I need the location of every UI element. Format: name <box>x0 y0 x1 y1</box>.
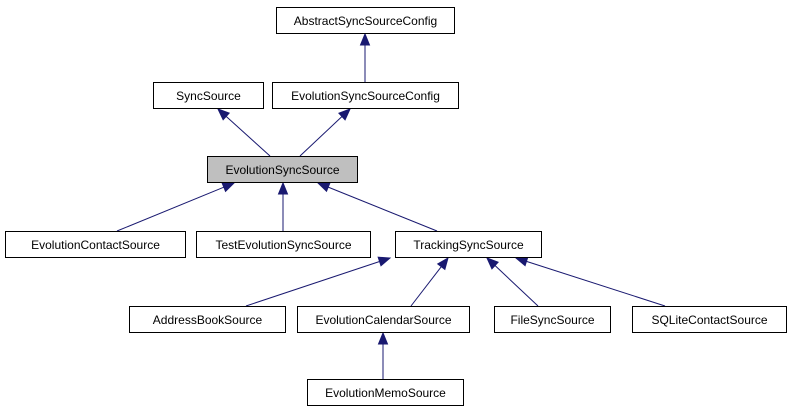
node-label: FileSyncSource <box>510 313 594 327</box>
node-abstract-sync-source-config[interactable]: AbstractSyncSourceConfig <box>276 7 455 34</box>
inheritance-arrowhead <box>377 256 392 267</box>
node-evolution-memo-source[interactable]: EvolutionMemoSource <box>307 379 464 406</box>
node-evolution-calendar-source[interactable]: EvolutionCalendarSource <box>297 306 470 333</box>
inheritance-arrowhead <box>359 32 371 46</box>
node-label: SQLiteContactSource <box>651 313 767 327</box>
inheritance-arrowhead <box>221 182 236 193</box>
node-label: AddressBookSource <box>153 313 263 327</box>
node-evolution-contact-source[interactable]: EvolutionContactSource <box>5 231 186 258</box>
node-address-book-source[interactable]: AddressBookSource <box>129 306 286 333</box>
inheritance-arrowhead <box>277 181 289 195</box>
inheritance-edge <box>410 266 442 307</box>
node-label: EvolutionCalendarSource <box>315 313 451 327</box>
inheritance-arrowhead <box>486 257 499 270</box>
edges-layer <box>116 32 666 379</box>
node-file-sync-source[interactable]: FileSyncSource <box>494 306 611 333</box>
inheritance-arrowhead <box>514 256 529 267</box>
node-label: EvolutionMemoSource <box>325 386 446 400</box>
node-label: TrackingSyncSource <box>413 238 524 252</box>
node-label: SyncSource <box>176 89 241 103</box>
node-tracking-sync-source[interactable]: TrackingSyncSource <box>395 231 542 258</box>
node-evolution-sync-source-config[interactable]: EvolutionSyncSourceConfig <box>272 82 459 109</box>
node-label: TestEvolutionSyncSource <box>215 238 351 252</box>
node-label: EvolutionSyncSourceConfig <box>291 89 440 103</box>
inheritance-arrowhead <box>377 331 389 345</box>
inheritance-edge <box>494 265 539 307</box>
inheritance-arrowhead <box>217 108 231 121</box>
inheritance-edge <box>328 186 438 232</box>
node-sync-source[interactable]: SyncSource <box>153 82 264 109</box>
node-sqlite-contact-source[interactable]: SQLiteContactSource <box>632 306 787 333</box>
inheritance-arrowhead <box>338 108 351 121</box>
inheritance-edge <box>299 116 343 157</box>
node-label: EvolutionSyncSource <box>225 163 339 177</box>
inheritance-arrowhead <box>316 182 331 193</box>
inheritance-edge <box>526 260 666 307</box>
inheritance-edge <box>225 116 271 157</box>
inheritance-edge <box>116 186 225 232</box>
node-label: EvolutionContactSource <box>31 238 160 252</box>
inheritance-arrowhead <box>436 256 449 271</box>
node-test-evolution-sync-source[interactable]: TestEvolutionSyncSource <box>196 231 371 258</box>
node-evolution-sync-source[interactable]: EvolutionSyncSource <box>207 156 358 183</box>
node-label: AbstractSyncSourceConfig <box>294 14 437 28</box>
inheritance-edge <box>245 261 380 307</box>
